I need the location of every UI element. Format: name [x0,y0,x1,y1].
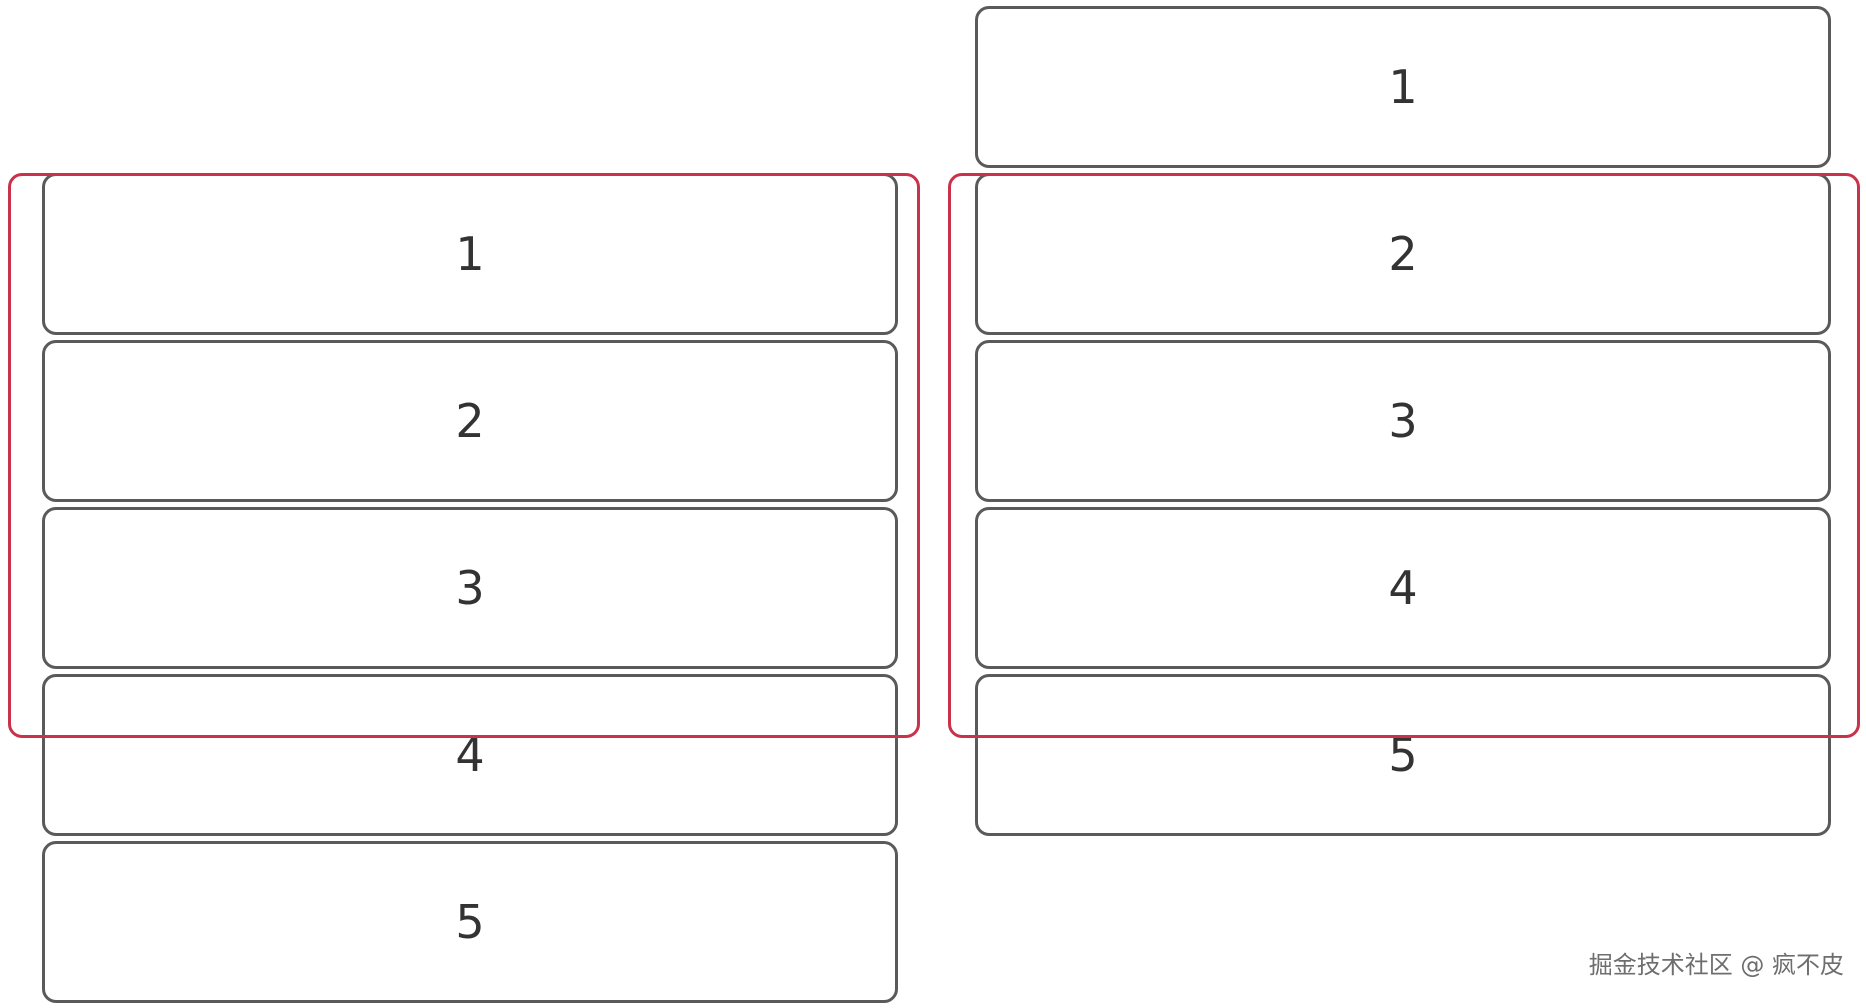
item-label: 2 [455,394,485,448]
left-list-item-4: 4 [42,674,898,836]
item-label: 4 [1388,561,1418,615]
item-label: 5 [455,895,485,949]
left-list-item-2: 2 [42,340,898,502]
item-label: 2 [1388,227,1418,281]
right-list-item-4: 4 [975,507,1831,669]
right-list-item-3: 3 [975,340,1831,502]
right-list-item-2: 2 [975,173,1831,335]
left-list-item-3: 3 [42,507,898,669]
left-list-item-1: 1 [42,173,898,335]
item-label: 4 [455,728,485,782]
right-list-item-1: 1 [975,6,1831,168]
watermark: 掘金技术社区 @ 疯不皮 [1588,951,1844,979]
item-label: 1 [1388,60,1418,114]
right-list-item-5: 5 [975,674,1831,836]
left-list-item-5: 5 [42,841,898,1003]
item-label: 3 [455,561,485,615]
item-label: 1 [455,227,485,281]
right-list: 1 2 3 4 5 [975,0,1835,1008]
left-list: 1 2 3 4 5 [42,0,902,1008]
item-label: 5 [1388,728,1418,782]
item-label: 3 [1388,394,1418,448]
